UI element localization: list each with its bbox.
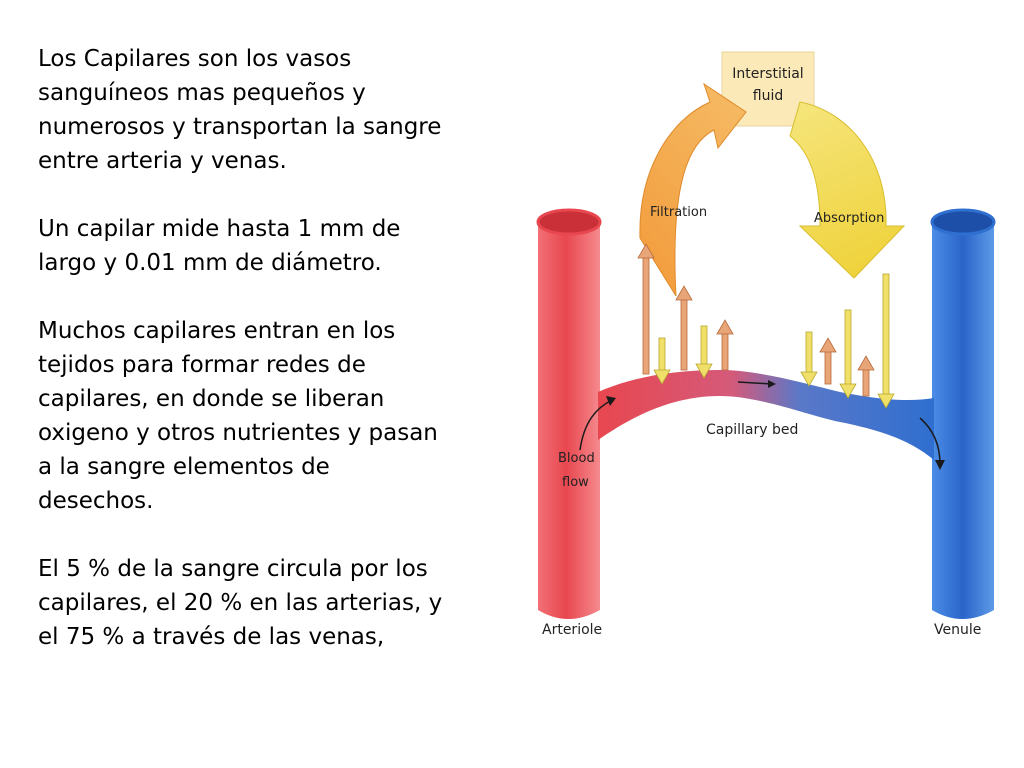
paragraph-networks: Muchos capilares entran en los tejidos p… — [38, 318, 438, 514]
exchange-arrow-down — [877, 273, 895, 409]
paragraph-dimensions: Un capilar mide hasta 1 mm de largo y 0.… — [38, 216, 401, 276]
blood-flow-arrows: Blood flow — [558, 396, 945, 490]
filtration-label: Filtration — [650, 205, 707, 220]
interstitial-label-line1: Interstitial — [732, 66, 803, 82]
paragraph-distribution: El 5 % de la sangre circula por los capi… — [38, 556, 443, 650]
blood-flow-label-line2: flow — [562, 475, 589, 490]
exchange-arrow-up — [716, 319, 734, 371]
exchange-arrow-down — [695, 325, 713, 379]
text-column: Los Capilares son los vasos sanguíneos m… — [38, 42, 508, 654]
venule-vessel — [930, 208, 996, 619]
exchange-arrow-up — [675, 285, 693, 371]
exchange-arrow-down — [653, 337, 671, 385]
exchange-arrow-up — [857, 355, 875, 397]
absorption-label: Absorption — [814, 211, 884, 226]
paragraph-definition: Los Capilares son los vasos sanguíneos m… — [38, 46, 442, 174]
arteriole-vessel — [536, 208, 602, 619]
exchange-arrow-up — [637, 243, 655, 375]
capillary-bed-label: Capillary bed — [706, 422, 798, 438]
capillary-bed: Capillary bed — [598, 370, 934, 460]
filtration-arrow: Filtration — [639, 82, 747, 297]
capillary-diagram: Interstitial fluid Filtration Absorption — [510, 40, 1024, 680]
exchange-arrow-down — [800, 331, 818, 387]
blood-flow-label-line1: Blood — [558, 451, 595, 466]
arteriole-label: Arteriole — [542, 622, 602, 638]
exchange-arrow-up — [819, 337, 837, 385]
absorption-arrow: Absorption — [789, 101, 906, 279]
capillary-diagram-svg: Interstitial fluid Filtration Absorption — [536, 51, 996, 638]
exchange-arrow-down — [839, 309, 857, 399]
venule-label: Venule — [934, 622, 981, 638]
exchange-arrows — [637, 243, 895, 409]
interstitial-label-line2: fluid — [753, 88, 783, 104]
